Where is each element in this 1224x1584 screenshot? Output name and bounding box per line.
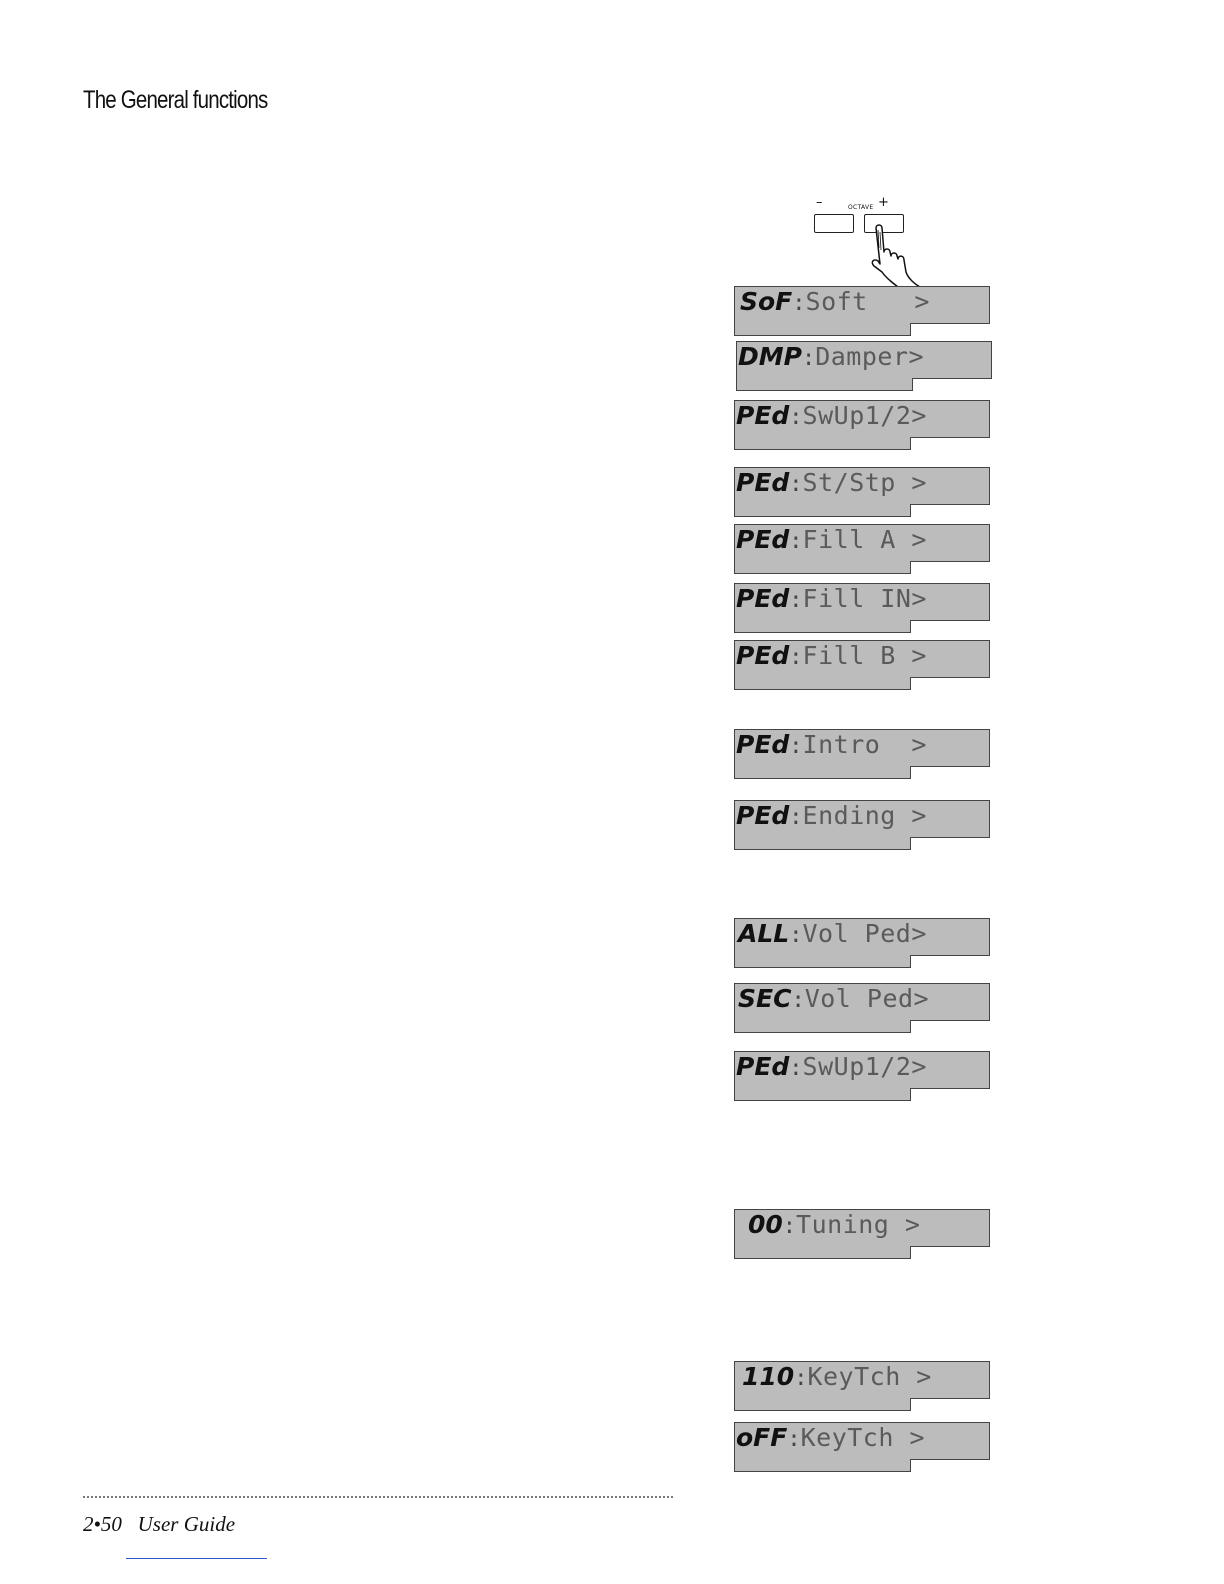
lcd-display-ped-start-stop: PEd:St/Stp > xyxy=(734,467,990,517)
footer-link-line xyxy=(126,1558,267,1559)
lcd-display-ped-fill-b: PEd:Fill B > xyxy=(734,640,990,690)
lcd-display-sec-vol-ped: SEC:Vol Ped> xyxy=(734,983,990,1033)
lcd-display-keytouch-110: 110:KeyTch > xyxy=(734,1361,990,1411)
lcd-display-ped-fill-a: PEd:Fill A > xyxy=(734,524,990,574)
octave-label: OCTAVE xyxy=(848,204,874,211)
lcd-display-soft: SoF:Soft > xyxy=(734,286,990,336)
page-title: The General functions xyxy=(83,86,267,115)
lcd-display-ped-ending: PEd:Ending > xyxy=(734,800,990,850)
lcd-display-keytouch-off: oFF:KeyTch > xyxy=(734,1422,990,1472)
footer-page-label: 2•50 User Guide xyxy=(83,1512,235,1537)
octave-plus-label: + xyxy=(878,195,889,210)
lcd-display-all-vol-ped: ALL:Vol Ped> xyxy=(734,918,990,968)
guide-title: User Guide xyxy=(138,1512,235,1536)
lcd-display-ped-switch: PEd:SwUp1/2> xyxy=(734,400,990,450)
pressing-hand-icon xyxy=(862,222,932,292)
lcd-display-ped-switch-2: PEd:SwUp1/2> xyxy=(734,1051,990,1101)
lcd-display-ped-intro: PEd:Intro > xyxy=(734,729,990,779)
footer-divider xyxy=(83,1496,673,1498)
page-number: 2•50 xyxy=(83,1512,122,1536)
octave-minus-button[interactable] xyxy=(814,214,854,233)
octave-minus-label: – xyxy=(816,195,823,210)
lcd-display-ped-fill-in: PEd:Fill IN> xyxy=(734,583,990,633)
lcd-display-tuning: 00:Tuning > xyxy=(734,1209,990,1259)
lcd-display-damper: DMP:Damper> xyxy=(736,341,992,391)
